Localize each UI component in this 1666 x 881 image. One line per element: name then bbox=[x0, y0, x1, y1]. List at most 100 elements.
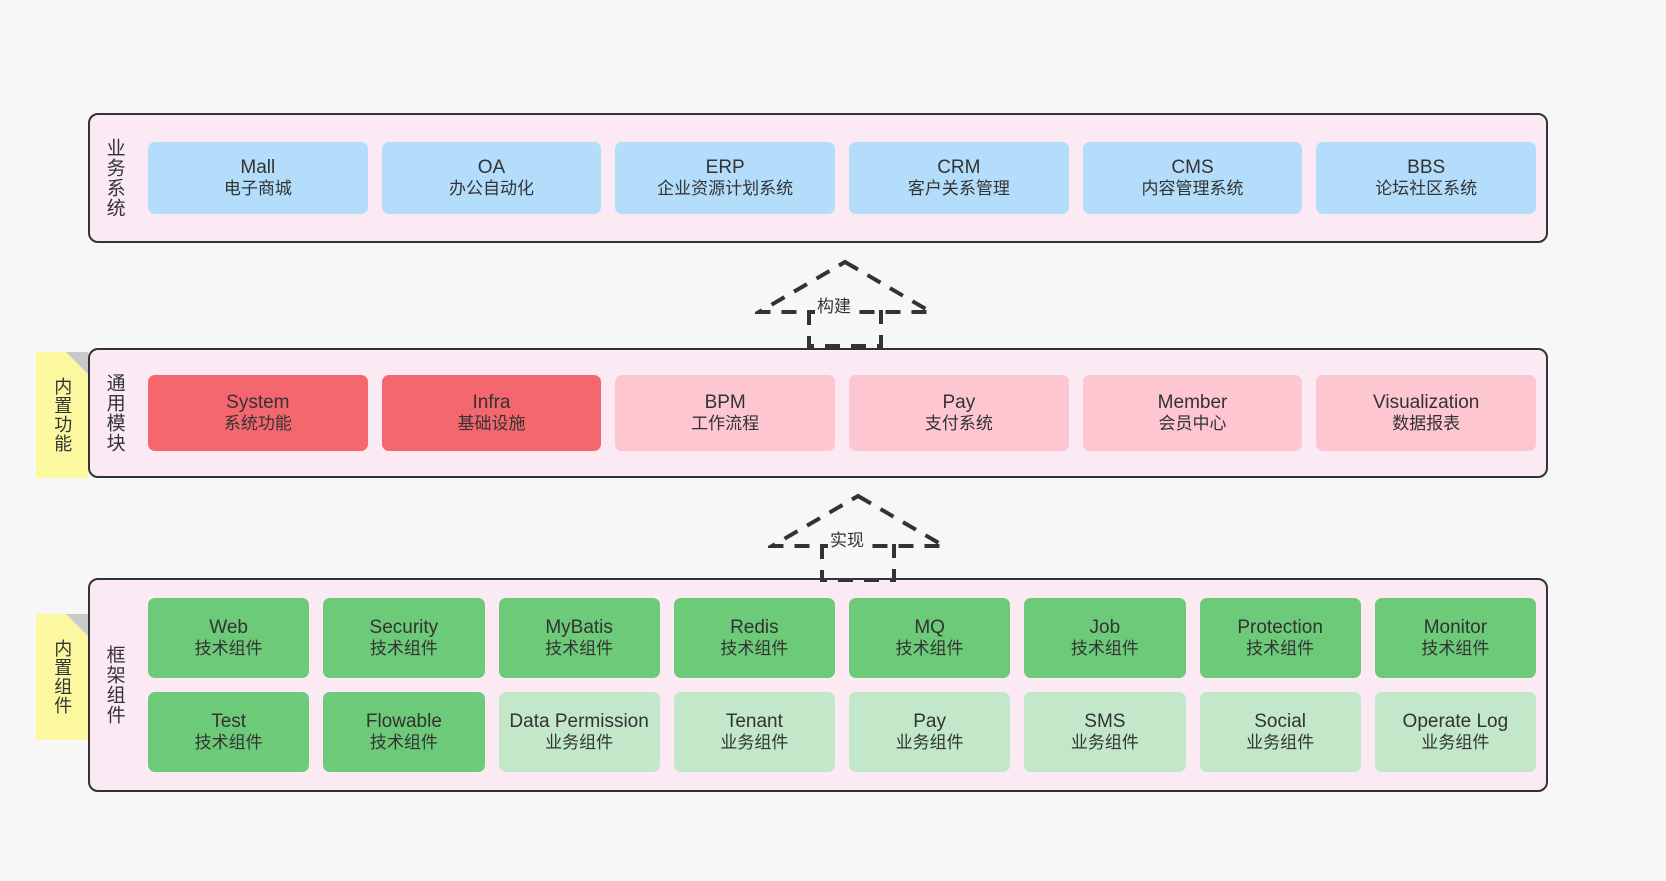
note-fold-icon bbox=[66, 352, 88, 374]
node-erp[interactable]: ERP 企业资源计划系统 bbox=[615, 142, 836, 214]
note-builtin-component-label: 内置组件 bbox=[52, 639, 73, 715]
node-pay-module-name: Pay bbox=[942, 391, 976, 413]
layer-framework-component-title: 框架组件 bbox=[103, 645, 125, 725]
node-mq-name: MQ bbox=[914, 616, 945, 638]
node-bpm[interactable]: BPM 工作流程 bbox=[615, 375, 836, 451]
common-module-row: System 系统功能 Infra 基础设施 BPM 工作流程 Pay 支付系统… bbox=[148, 375, 1537, 451]
node-crm-desc: 客户关系管理 bbox=[907, 179, 1010, 199]
node-cms-desc: 内容管理系统 bbox=[1141, 179, 1244, 199]
node-social[interactable]: Social 业务组件 bbox=[1199, 692, 1361, 772]
node-mall[interactable]: Mall 电子商城 bbox=[148, 142, 368, 214]
node-security-desc: 技术组件 bbox=[369, 639, 438, 659]
node-social-name: Social bbox=[1254, 710, 1306, 732]
node-security-name: Security bbox=[369, 616, 439, 638]
node-tenant-name: Tenant bbox=[725, 710, 783, 732]
node-operate-log-desc: 业务组件 bbox=[1421, 733, 1490, 753]
node-test[interactable]: Test 技术组件 bbox=[148, 692, 310, 772]
note-builtin-component: 内置组件 bbox=[36, 614, 88, 740]
node-operate-log-name: Operate Log bbox=[1402, 710, 1509, 732]
node-infra[interactable]: Infra 基础设施 bbox=[381, 375, 602, 451]
arrow-build: 构建 bbox=[755, 258, 935, 348]
node-crm-name: CRM bbox=[937, 156, 981, 178]
note-builtin-function-label: 内置功能 bbox=[52, 377, 73, 453]
node-cms-name: CMS bbox=[1171, 156, 1214, 178]
node-crm[interactable]: CRM 客户关系管理 bbox=[849, 142, 1069, 214]
node-pay-module[interactable]: Pay 支付系统 bbox=[849, 375, 1069, 451]
node-sms-name: SMS bbox=[1084, 710, 1126, 732]
node-visualization-desc: 数据报表 bbox=[1392, 414, 1461, 434]
node-web-desc: 技术组件 bbox=[194, 639, 263, 659]
node-job-name: Job bbox=[1089, 616, 1121, 638]
layer-business-system-title: 业务系统 bbox=[103, 138, 125, 218]
node-flowable-desc: 技术组件 bbox=[369, 733, 438, 753]
node-erp-desc: 企业资源计划系统 bbox=[657, 179, 794, 199]
node-protection[interactable]: Protection 技术组件 bbox=[1199, 598, 1361, 678]
arrow-implement: 实现 bbox=[768, 492, 948, 582]
node-flowable-name: Flowable bbox=[365, 710, 442, 732]
node-web-name: Web bbox=[209, 616, 248, 638]
node-monitor[interactable]: Monitor 技术组件 bbox=[1374, 598, 1536, 678]
node-system-desc: 系统功能 bbox=[223, 414, 292, 434]
node-operate-log[interactable]: Operate Log 业务组件 bbox=[1374, 692, 1536, 772]
layer-framework-component: 框架组件 Web 技术组件 Security 技术组件 MyBatis 技术组件… bbox=[88, 578, 1548, 792]
node-tenant-desc: 业务组件 bbox=[720, 733, 789, 753]
node-mybatis-desc: 技术组件 bbox=[545, 639, 614, 659]
node-mq-desc: 技术组件 bbox=[895, 639, 964, 659]
node-mq[interactable]: MQ 技术组件 bbox=[849, 598, 1011, 678]
node-oa-name: OA bbox=[477, 156, 506, 178]
node-mybatis[interactable]: MyBatis 技术组件 bbox=[498, 598, 660, 678]
node-web[interactable]: Web 技术组件 bbox=[148, 598, 310, 678]
node-cms[interactable]: CMS 内容管理系统 bbox=[1082, 142, 1303, 214]
node-member-desc: 会员中心 bbox=[1158, 414, 1227, 434]
node-redis-desc: 技术组件 bbox=[720, 639, 789, 659]
node-job[interactable]: Job 技术组件 bbox=[1024, 598, 1186, 678]
node-member[interactable]: Member 会员中心 bbox=[1082, 375, 1303, 451]
arrow-implement-label: 实现 bbox=[828, 526, 866, 551]
node-monitor-name: Monitor bbox=[1423, 616, 1488, 638]
node-test-desc: 技术组件 bbox=[194, 733, 263, 753]
node-bpm-desc: 工作流程 bbox=[691, 414, 760, 434]
node-erp-name: ERP bbox=[705, 156, 745, 178]
node-bbs[interactable]: BBS 论坛社区系统 bbox=[1316, 142, 1537, 214]
node-tenant[interactable]: Tenant 业务组件 bbox=[673, 692, 835, 772]
node-pay-module-desc: 支付系统 bbox=[924, 414, 993, 434]
node-oa[interactable]: OA 办公自动化 bbox=[381, 142, 602, 214]
framework-tech-row: Web 技术组件 Security 技术组件 MyBatis 技术组件 Redi… bbox=[148, 598, 1536, 678]
node-infra-desc: 基础设施 bbox=[457, 414, 526, 434]
node-redis[interactable]: Redis 技术组件 bbox=[673, 598, 835, 678]
arrow-build-label: 构建 bbox=[815, 292, 853, 317]
node-test-name: Test bbox=[211, 710, 247, 732]
note-fold-icon bbox=[66, 614, 88, 636]
node-bpm-name: BPM bbox=[704, 391, 746, 413]
node-monitor-desc: 技术组件 bbox=[1421, 639, 1490, 659]
node-data-permission-name: Data Permission bbox=[509, 710, 649, 732]
node-pay-component-name: Pay bbox=[913, 710, 946, 732]
node-sms-desc: 业务组件 bbox=[1070, 733, 1139, 753]
node-mall-desc: 电子商城 bbox=[223, 179, 292, 199]
business-system-row: Mall 电子商城 OA 办公自动化 ERP 企业资源计划系统 CRM 客户关系… bbox=[148, 142, 1537, 214]
layer-business-system-body: Mall 电子商城 OA 办公自动化 ERP 企业资源计划系统 CRM 客户关系… bbox=[138, 115, 1546, 241]
node-sms[interactable]: SMS 业务组件 bbox=[1024, 692, 1186, 772]
node-flowable[interactable]: Flowable 技术组件 bbox=[323, 692, 485, 772]
node-mybatis-name: MyBatis bbox=[545, 616, 613, 638]
node-data-permission[interactable]: Data Permission 业务组件 bbox=[498, 692, 660, 772]
node-mall-name: Mall bbox=[240, 156, 276, 178]
node-pay-component-desc: 业务组件 bbox=[895, 733, 964, 753]
node-visualization-name: Visualization bbox=[1373, 391, 1480, 413]
layer-common-module-body: System 系统功能 Infra 基础设施 BPM 工作流程 Pay 支付系统… bbox=[138, 350, 1546, 476]
node-security[interactable]: Security 技术组件 bbox=[323, 598, 485, 678]
node-protection-name: Protection bbox=[1237, 616, 1323, 638]
node-protection-desc: 技术组件 bbox=[1246, 639, 1315, 659]
node-infra-name: Infra bbox=[472, 391, 511, 413]
node-bbs-desc: 论坛社区系统 bbox=[1375, 179, 1478, 199]
node-system[interactable]: System 系统功能 bbox=[148, 375, 368, 451]
node-redis-name: Redis bbox=[730, 616, 779, 638]
framework-biz-row: Test 技术组件 Flowable 技术组件 Data Permission … bbox=[148, 692, 1536, 772]
layer-business-system: 业务系统 Mall 电子商城 OA 办公自动化 ERP 企业资源计划系统 CRM… bbox=[88, 113, 1548, 243]
note-builtin-function: 内置功能 bbox=[36, 352, 88, 478]
node-bbs-name: BBS bbox=[1407, 156, 1446, 178]
node-member-name: Member bbox=[1157, 391, 1228, 413]
node-pay-component[interactable]: Pay 业务组件 bbox=[849, 692, 1011, 772]
node-visualization[interactable]: Visualization 数据报表 bbox=[1316, 375, 1537, 451]
